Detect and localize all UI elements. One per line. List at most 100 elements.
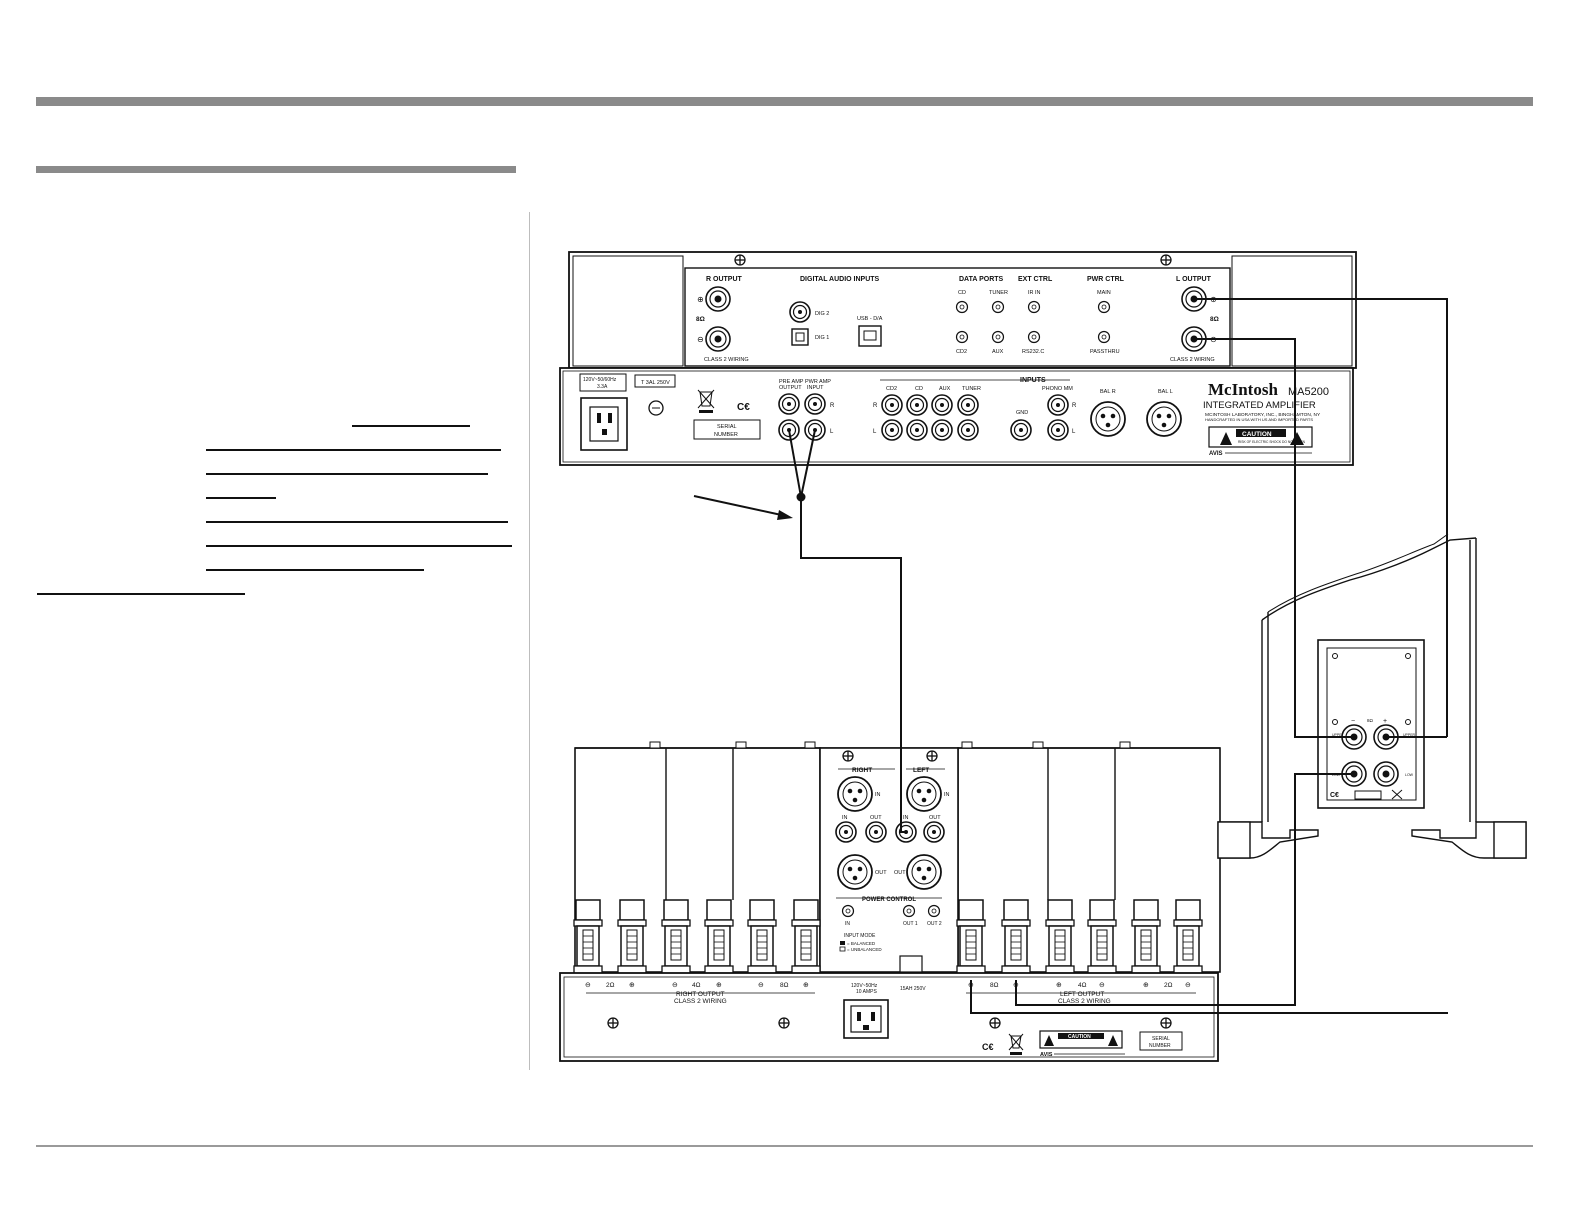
svg-text:⊕: ⊕ bbox=[629, 982, 635, 989]
svg-text:DIGITAL AUDIO INPUTS: DIGITAL AUDIO INPUTS bbox=[800, 276, 880, 283]
svg-text:SERIAL: SERIAL bbox=[1152, 1036, 1170, 1042]
svg-text:⊖: ⊖ bbox=[1099, 982, 1105, 989]
svg-text:CAUTION: CAUTION bbox=[1068, 1034, 1091, 1040]
svg-text:INPUT: INPUT bbox=[807, 385, 824, 391]
svg-text:10 AMPS: 10 AMPS bbox=[856, 989, 878, 995]
svg-text:OUT: OUT bbox=[870, 815, 882, 821]
integrated-amplifier: R OUTPUT ⊕ 8Ω ⊖ CLASS 2 WIRING DIGITAL A… bbox=[559, 251, 1357, 466]
svg-text:AUX: AUX bbox=[992, 349, 1004, 355]
svg-text:R: R bbox=[830, 403, 835, 409]
svg-text:+: + bbox=[1383, 718, 1387, 725]
r-output-plus-terminal bbox=[705, 286, 731, 312]
svg-text:= UNBALANCED: = UNBALANCED bbox=[847, 947, 882, 952]
ce-mark: C€ bbox=[737, 402, 750, 413]
svg-text:L: L bbox=[830, 429, 834, 435]
svg-text:R: R bbox=[1072, 403, 1077, 409]
svg-text:⊕: ⊕ bbox=[716, 982, 722, 989]
svg-text:8Ω: 8Ω bbox=[780, 982, 789, 989]
svg-text:CD: CD bbox=[958, 290, 966, 296]
svg-text:AVIS: AVIS bbox=[1209, 451, 1223, 457]
svg-text:SERIAL: SERIAL bbox=[717, 424, 737, 430]
svg-text:CD: CD bbox=[915, 386, 923, 392]
text-line bbox=[206, 569, 424, 571]
svg-text:EXT CTRL: EXT CTRL bbox=[1018, 276, 1053, 283]
left-out-jack bbox=[923, 821, 945, 843]
svg-text:⊕: ⊕ bbox=[803, 982, 809, 989]
svg-text:C€: C€ bbox=[982, 1042, 994, 1052]
svg-text:TUNER: TUNER bbox=[989, 290, 1008, 296]
pwr-amp-input-r-jack bbox=[804, 393, 826, 415]
svg-text:RIGHT: RIGHT bbox=[852, 767, 872, 774]
svg-text:UPPER: UPPER bbox=[1332, 733, 1345, 737]
svg-text:CLASS 2 WIRING: CLASS 2 WIRING bbox=[674, 998, 727, 1005]
svg-text:CD2: CD2 bbox=[956, 349, 967, 355]
svg-text:AVIS: AVIS bbox=[1040, 1052, 1053, 1058]
right-in-jack bbox=[835, 821, 857, 843]
header-rule bbox=[36, 97, 1533, 106]
svg-text:4Ω: 4Ω bbox=[692, 982, 701, 989]
svg-text:PASSTHRU: PASSTHRU bbox=[1090, 349, 1120, 355]
svg-text:IN: IN bbox=[944, 792, 950, 798]
svg-text:OUT: OUT bbox=[894, 870, 906, 876]
svg-text:DIG 2: DIG 2 bbox=[815, 311, 829, 317]
cables bbox=[788, 298, 1448, 1014]
svg-text:⊕: ⊕ bbox=[697, 295, 704, 304]
svg-text:⊖: ⊖ bbox=[1185, 982, 1191, 989]
svg-text:CAUTION: CAUTION bbox=[1242, 431, 1272, 438]
svg-text:= BALANCED: = BALANCED bbox=[847, 941, 876, 946]
svg-text:−: − bbox=[1351, 718, 1355, 725]
svg-text:INTEGRATED AMPLIFIER: INTEGRATED AMPLIFIER bbox=[1203, 400, 1316, 411]
svg-text:⊖: ⊖ bbox=[672, 982, 678, 989]
svg-text:PWR AMP: PWR AMP bbox=[805, 379, 831, 385]
svg-text:LEFT OUTPUT: LEFT OUTPUT bbox=[1060, 991, 1104, 998]
svg-text:8Ω: 8Ω bbox=[1210, 316, 1219, 323]
svg-text:TUNER: TUNER bbox=[962, 386, 981, 392]
text-line bbox=[206, 545, 512, 547]
svg-text:3.3A: 3.3A bbox=[597, 384, 608, 390]
svg-text:8Ω: 8Ω bbox=[1367, 718, 1374, 723]
svg-text:⊕: ⊕ bbox=[1143, 982, 1149, 989]
svg-text:POWER CONTROL: POWER CONTROL bbox=[862, 897, 916, 903]
text-line bbox=[206, 473, 488, 475]
svg-text:R: R bbox=[873, 403, 878, 409]
r-output-minus-terminal bbox=[705, 326, 731, 352]
svg-text:INPUTS: INPUTS bbox=[1020, 377, 1046, 384]
svg-text:OUT 2: OUT 2 bbox=[927, 921, 942, 927]
svg-text:RISK OF ELECTRIC SHOCK DO NOT: RISK OF ELECTRIC SHOCK DO NOT OPEN bbox=[1238, 440, 1306, 444]
svg-text:HANDCRAFTED IN USA WITH US AND: HANDCRAFTED IN USA WITH US AND IMPORTED … bbox=[1205, 417, 1313, 422]
svg-text:RIGHT OUTPUT: RIGHT OUTPUT bbox=[676, 991, 725, 998]
weee-icon bbox=[697, 389, 715, 413]
svg-text:OUTPUT: OUTPUT bbox=[779, 385, 802, 391]
svg-text:⊕: ⊕ bbox=[1056, 982, 1062, 989]
svg-text:CD2: CD2 bbox=[886, 386, 897, 392]
column-divider bbox=[529, 212, 530, 1070]
svg-text:NUMBER: NUMBER bbox=[714, 432, 738, 438]
svg-text:L: L bbox=[1072, 429, 1076, 435]
svg-text:GND: GND bbox=[1016, 410, 1028, 416]
svg-text:⊖: ⊖ bbox=[585, 982, 591, 989]
svg-text:15AH 250V: 15AH 250V bbox=[900, 986, 926, 992]
loudspeaker: − 8Ω + UPPER UPPER LOW LOW C€ bbox=[1217, 533, 1527, 859]
text-line bbox=[206, 449, 501, 451]
svg-text:IN: IN bbox=[903, 815, 909, 821]
svg-text:MA5200: MA5200 bbox=[1288, 386, 1329, 398]
svg-text:120V~50/60Hz: 120V~50/60Hz bbox=[583, 377, 617, 383]
svg-text:USB - D/A: USB - D/A bbox=[857, 316, 883, 322]
svg-text:RS232.C: RS232.C bbox=[1022, 349, 1044, 355]
svg-text:McIntosh: McIntosh bbox=[1208, 380, 1278, 399]
svg-text:⊖: ⊖ bbox=[697, 335, 704, 344]
svg-text:8Ω: 8Ω bbox=[696, 316, 705, 323]
dig2-jack bbox=[789, 301, 811, 323]
preamp-output-r-jack bbox=[778, 393, 800, 415]
svg-text:UPPER: UPPER bbox=[1403, 733, 1416, 737]
svg-text:2Ω: 2Ω bbox=[606, 982, 615, 989]
svg-text:IN: IN bbox=[875, 792, 881, 798]
svg-text:L: L bbox=[873, 429, 877, 435]
svg-text:NUMBER: NUMBER bbox=[1149, 1043, 1171, 1049]
footer-rule bbox=[36, 1145, 1533, 1147]
svg-text:MAIN: MAIN bbox=[1097, 290, 1111, 296]
svg-text:BAL R: BAL R bbox=[1100, 389, 1116, 395]
svg-text:IN: IN bbox=[842, 815, 848, 821]
callout-arrow bbox=[693, 495, 793, 520]
svg-text:DATA PORTS: DATA PORTS bbox=[959, 276, 1004, 283]
